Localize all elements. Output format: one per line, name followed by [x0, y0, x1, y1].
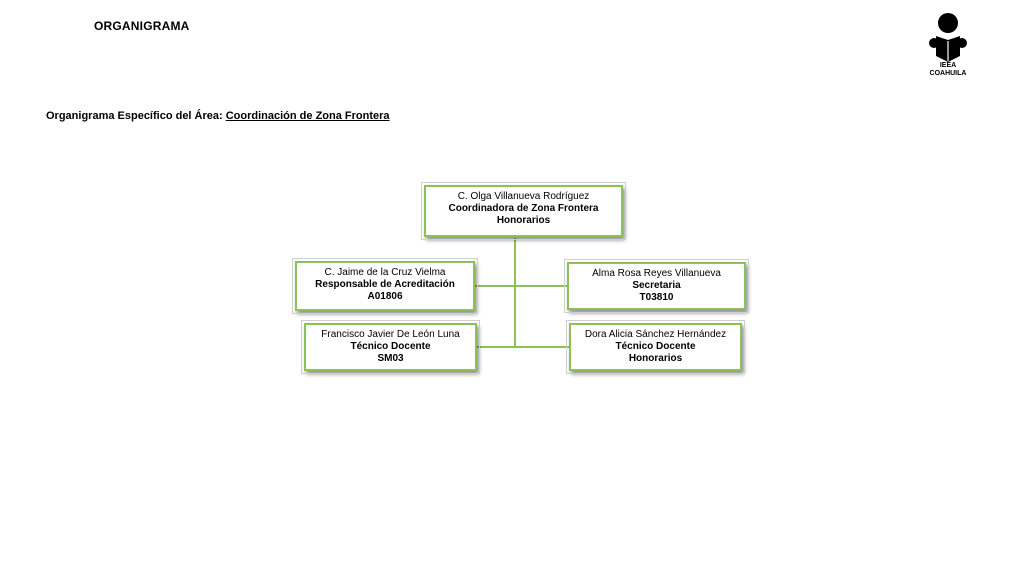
root-code: Honorarios [496, 215, 551, 226]
right-2-code: Honorarios [628, 353, 683, 364]
subtitle-area: Coordinación de Zona Frontera [225, 110, 390, 122]
left-2-role: Técnico Docente [350, 341, 431, 352]
page-title: ORGANIGRAMA [94, 19, 190, 33]
left-2-code: SM03 [377, 353, 404, 364]
ieea-logo: IEEA COAHUILA [924, 12, 972, 82]
org-box-left-2: Francisco Javier De León Luna Técnico Do… [301, 320, 480, 374]
left-1-name: C. Jaime de la Cruz Vielma [324, 267, 446, 278]
right-1-role: Secretaria [632, 280, 681, 291]
left-1-code: A01806 [367, 291, 403, 302]
root-role: Coordinadora de Zona Frontera [448, 203, 599, 214]
right-1-code: T03810 [639, 292, 674, 303]
logo-line-1: IEEA [939, 62, 957, 69]
reading-person-icon [929, 13, 967, 62]
left-2-name: Francisco Javier De León Luna [321, 329, 460, 340]
chart-subtitle: Organigrama Específico del Área: Coordin… [46, 110, 390, 122]
root-name: C. Olga Villanueva Rodríguez [457, 191, 590, 202]
right-2-name: Dora Alicia Sánchez Hernández [584, 329, 727, 340]
org-box-right-1: Alma Rosa Reyes Villanueva Secretaria T0… [564, 259, 749, 313]
right-2-role: Técnico Docente [615, 341, 696, 352]
subtitle-prefix: Organigrama Específico del Área: [46, 110, 223, 122]
org-box-root: C. Olga Villanueva Rodríguez Coordinador… [421, 182, 626, 240]
org-box-right-2: Dora Alicia Sánchez Hernández Técnico Do… [566, 320, 745, 374]
logo-line-2: COAHUILA [929, 70, 967, 77]
org-box-left-1: C. Jaime de la Cruz Vielma Responsable d… [292, 258, 478, 314]
left-1-role: Responsable de Acreditación [315, 279, 455, 290]
right-1-name: Alma Rosa Reyes Villanueva [592, 268, 721, 279]
